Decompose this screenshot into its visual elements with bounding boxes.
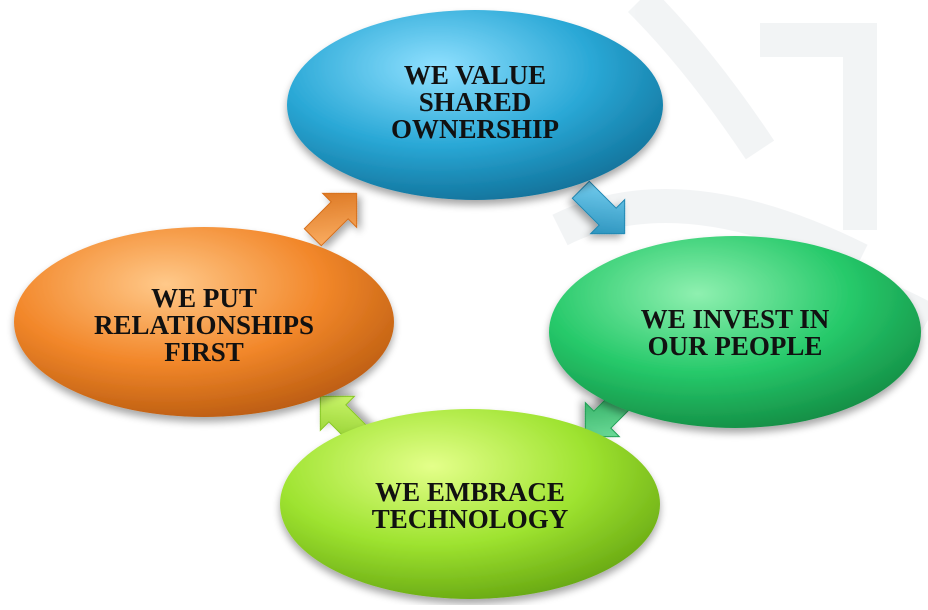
- node-invest-people: [549, 236, 921, 428]
- node-embrace-technology-label: WE EMBRACE TECHNOLOGY: [371, 476, 569, 534]
- arrow-shared-to-invest: [571, 180, 626, 235]
- node-relationships-first-label: WE PUT RELATIONSHIPS FIRST: [93, 282, 315, 367]
- node-embrace-technology: [280, 409, 660, 599]
- node-relationships-first: [14, 227, 394, 417]
- node-shared-ownership: [287, 10, 663, 200]
- node-invest-people-label: WE INVEST IN OUR PEOPLE: [640, 303, 830, 361]
- arrow-relationships-to-shared: [303, 192, 358, 247]
- node-shared-ownership-label: WE VALUE SHARED OWNERSHIP: [390, 60, 560, 144]
